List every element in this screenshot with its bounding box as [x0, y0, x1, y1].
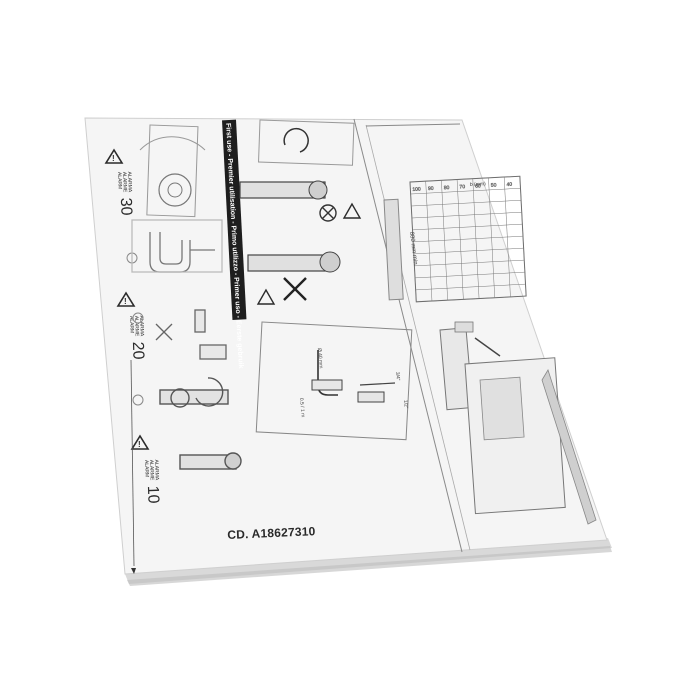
- alarm-label: ALARME: [121, 172, 128, 193]
- alarm-label: ALARMA: [138, 316, 145, 337]
- table-grid-line: [409, 175, 520, 183]
- alarm-label: ALARM: [116, 172, 123, 189]
- table-column-value: 100: [412, 186, 421, 192]
- pictogram-icon: [132, 394, 144, 406]
- alarm-label: ALARM: [128, 316, 135, 333]
- table-column-value: 80: [444, 185, 450, 191]
- dimension-label: 880 mm min.: [408, 232, 418, 267]
- pipe-diameter-label: Ø 40 mm: [316, 348, 324, 369]
- warning-icon: !: [116, 291, 136, 307]
- distance-label: 0.5 / 1 m: [298, 398, 306, 418]
- panel-divider-inner: [365, 124, 471, 551]
- edge-rule: [130, 359, 135, 567]
- table-grid-line: [413, 247, 524, 255]
- fraction-label: 1/2": [402, 400, 409, 409]
- siphon-illustration: [131, 219, 223, 273]
- warning-icon: !: [104, 148, 124, 164]
- installation-diagram: 100 90 80 70 60 50 40 b (mm) 880 mm min.: [365, 123, 597, 525]
- alarm-digit: 30: [117, 197, 135, 215]
- table-grid-line: [415, 271, 525, 279]
- hose-connection-illustration: [159, 377, 242, 470]
- table-column-value: 50: [491, 182, 497, 188]
- table-grid-line: [413, 235, 524, 243]
- alarm-digit: 10: [144, 485, 162, 503]
- panel-divider: [353, 118, 463, 553]
- alarm-block-3: ALARM ALARME ALARMA 10: [143, 460, 162, 504]
- dimension-table: 100 90 80 70 60 50 40: [409, 175, 527, 303]
- table-column-value: 70: [459, 184, 465, 190]
- table-column-value: 40: [506, 182, 512, 188]
- svg-text:!: !: [124, 297, 127, 306]
- alarm-block-2: ALARM ALARME ALARMA 20: [128, 316, 147, 360]
- valve-illustration: [155, 309, 227, 360]
- top-left-illustration: [139, 124, 206, 218]
- table-grid-line: [416, 295, 527, 303]
- table-header: b (mm): [470, 181, 486, 188]
- svg-text:!: !: [112, 154, 115, 163]
- table-column-value: 60: [475, 183, 481, 189]
- page-shadow: [127, 546, 612, 586]
- table-grid-line: [411, 199, 522, 207]
- middle-panel: Ø 40 mm 0.5 / 1 m 3/4" 1/2": [239, 119, 413, 441]
- down-arrow-icon: [131, 568, 136, 574]
- table-grid-line: [414, 259, 525, 267]
- alarm-digit: 20: [129, 341, 147, 359]
- alarm-label: ALARM: [143, 460, 150, 477]
- alarm-label: ALARME: [148, 460, 155, 481]
- table-grid-line: [411, 211, 522, 219]
- alarm-label: ALARMA: [153, 460, 160, 481]
- warning-icon: !: [130, 434, 150, 450]
- table-grid-line: [410, 187, 521, 195]
- alarm-label: ALARMA: [126, 172, 133, 193]
- svg-text:!: !: [138, 440, 141, 449]
- table-grid-line: [415, 283, 526, 291]
- fraction-label: 3/4": [394, 372, 401, 381]
- pictogram-icon: [132, 312, 144, 324]
- table-column-value: 90: [428, 186, 434, 192]
- alarm-block-1: ALARM ALARME ALARMA 30: [116, 172, 135, 216]
- alarm-label: ALARME: [133, 316, 140, 337]
- table-grid-line: [412, 223, 523, 231]
